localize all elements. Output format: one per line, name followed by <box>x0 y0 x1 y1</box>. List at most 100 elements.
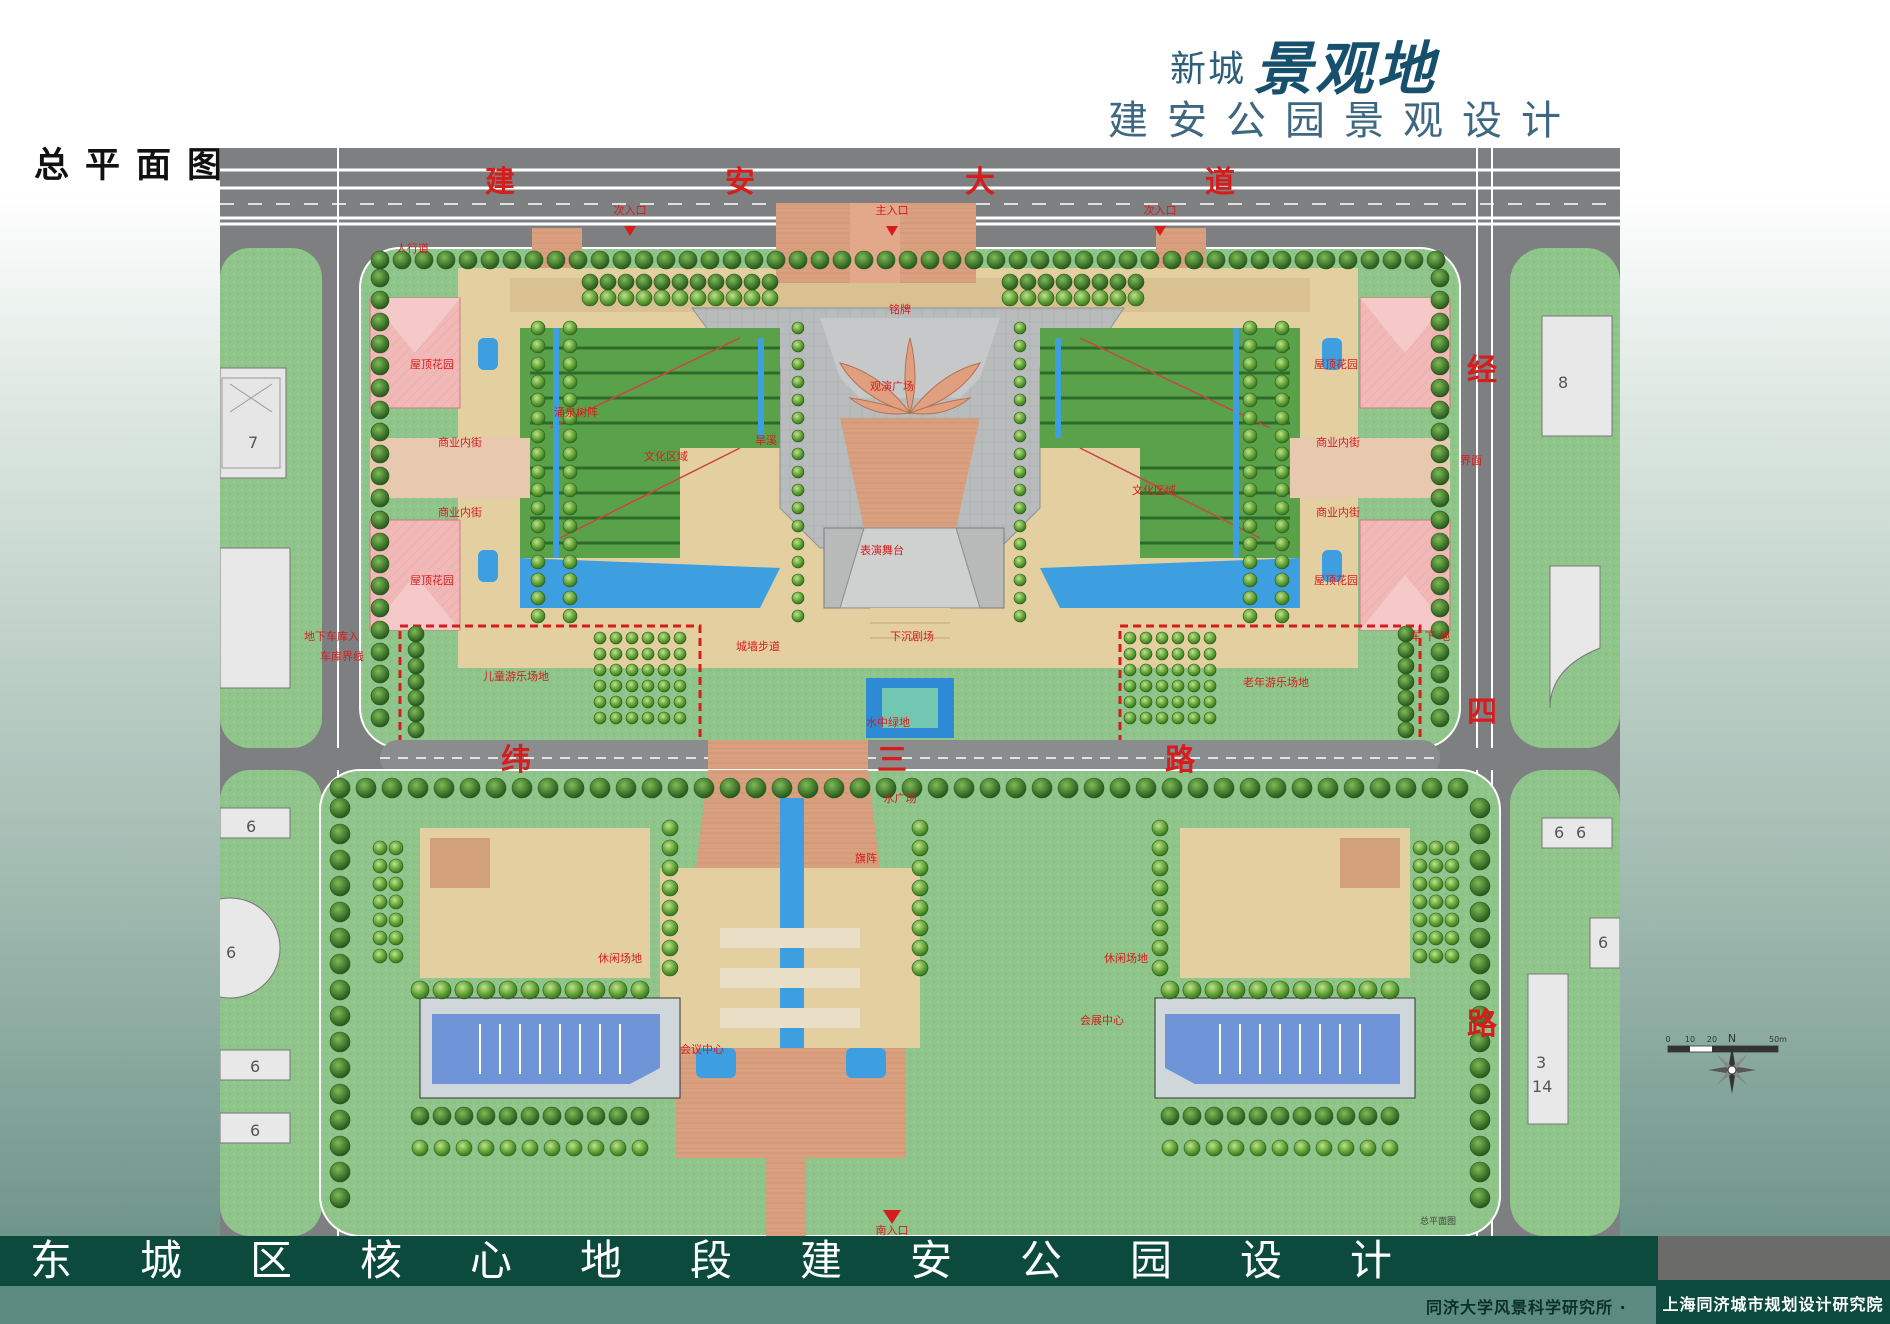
tree-icon <box>562 464 578 480</box>
tree-icon <box>1428 912 1444 928</box>
tree-icon <box>1428 858 1444 874</box>
tree-icon <box>1139 663 1153 677</box>
tree-icon <box>673 631 687 645</box>
tree-icon <box>1187 647 1201 661</box>
tree-icon <box>1412 894 1428 910</box>
tree-icon <box>372 912 388 928</box>
tree-icon <box>407 673 425 691</box>
tree-icon <box>370 290 390 310</box>
label-water-green: 水中绿地 <box>866 715 910 729</box>
tree-icon <box>671 289 689 307</box>
tree-icon <box>370 250 390 270</box>
tree-icon <box>1127 289 1145 307</box>
tree-icon <box>370 444 390 464</box>
tree-icon <box>1381 1139 1399 1157</box>
label-rooftop-garden-sw: 屋顶花园 <box>410 574 454 587</box>
tree-icon <box>1057 777 1079 799</box>
label-leisure-left: 休闲场地 <box>598 951 642 965</box>
tree-icon <box>1242 446 1258 462</box>
tree-icon <box>1123 647 1137 661</box>
tree-icon <box>673 663 687 677</box>
tree-icon <box>1444 840 1460 856</box>
tree-icon <box>791 501 805 515</box>
tree-icon <box>407 721 425 739</box>
label-conference-center: 会议中心 <box>680 1043 724 1056</box>
tree-icon <box>1293 1139 1311 1157</box>
label-dry-creek: 旱溪 <box>755 434 777 447</box>
tree-icon <box>1404 250 1424 270</box>
tree-icon <box>657 663 671 677</box>
scale-bar: 0 10 20 50m <box>1660 1026 1810 1066</box>
tree-icon <box>329 901 351 923</box>
tree-icon <box>370 642 390 662</box>
tree-icon <box>630 1106 650 1126</box>
tree-icon <box>1469 797 1491 819</box>
tree-icon <box>1358 980 1378 1000</box>
tree-icon <box>1204 980 1224 1000</box>
tree-icon <box>1013 393 1027 407</box>
tree-icon <box>615 777 637 799</box>
tree-icon <box>725 289 743 307</box>
tree-icon <box>1013 537 1027 551</box>
tree-icon <box>1395 777 1417 799</box>
tree-icon <box>1183 1139 1201 1157</box>
tree-icon <box>530 428 546 444</box>
tree-icon <box>1005 777 1027 799</box>
tree-icon <box>562 446 578 462</box>
tree-icon <box>1430 532 1450 552</box>
tree-icon <box>631 1139 649 1157</box>
building-number-6b: 6 <box>226 943 236 962</box>
tree-icon <box>986 250 1006 270</box>
tree-icon <box>329 1109 351 1131</box>
tree-icon <box>410 1106 430 1126</box>
tree-icon <box>657 631 671 645</box>
tree-icon <box>1151 899 1169 917</box>
tree-icon <box>700 250 720 270</box>
tree-icon <box>1203 663 1217 677</box>
tree-icon <box>641 663 655 677</box>
tree-icon <box>1052 250 1072 270</box>
tree-icon <box>1013 519 1027 533</box>
tree-icon <box>370 554 390 574</box>
tree-icon <box>1151 819 1169 837</box>
tree-icon <box>537 777 559 799</box>
tree-icon <box>407 657 425 675</box>
tree-icon <box>1430 378 1450 398</box>
building-number-6a: 6 <box>246 817 256 836</box>
label-commercial-street-1: 商业内街 <box>438 435 482 449</box>
tree-icon <box>625 679 639 693</box>
tree-icon <box>1001 289 1019 307</box>
tree-icon <box>745 777 767 799</box>
building-number-8: 8 <box>1558 373 1568 392</box>
tree-icon <box>1382 250 1402 270</box>
tree-icon <box>1123 663 1137 677</box>
tree-icon <box>530 410 546 426</box>
tree-icon <box>372 930 388 946</box>
tree-icon <box>641 695 655 709</box>
tree-icon <box>743 289 761 307</box>
tree-icon <box>1226 980 1246 1000</box>
tree-icon <box>1274 392 1290 408</box>
label-water-plaza: 水广场 <box>884 791 917 805</box>
tree-icon <box>485 777 507 799</box>
tree-icon <box>564 980 584 1000</box>
tree-icon <box>1292 980 1312 1000</box>
tree-icon <box>562 392 578 408</box>
tree-icon <box>791 537 805 551</box>
scale-tick-10: 10 <box>1685 1035 1695 1044</box>
label-exhibition-center: 会展中心 <box>1080 1014 1124 1027</box>
tree-icon <box>673 679 687 693</box>
tree-icon <box>1073 289 1091 307</box>
tree-icon <box>1160 1106 1180 1126</box>
tree-icon <box>743 273 761 291</box>
tree-icon <box>1109 777 1131 799</box>
tree-icon <box>1274 572 1290 588</box>
tree-icon <box>635 289 653 307</box>
tree-icon <box>476 1106 496 1126</box>
footer-org-planning-institute: 上海同济城市规划设计研究院 <box>1656 1286 1890 1324</box>
tree-icon <box>1242 374 1258 390</box>
brand-small-text: 新城 <box>1170 49 1247 90</box>
label-city-wall-path: 城墙步道 <box>736 639 780 653</box>
label-garage-right: 车 下 地 <box>1410 629 1450 643</box>
label-viewing-plaza: 观演广场 <box>870 379 914 393</box>
